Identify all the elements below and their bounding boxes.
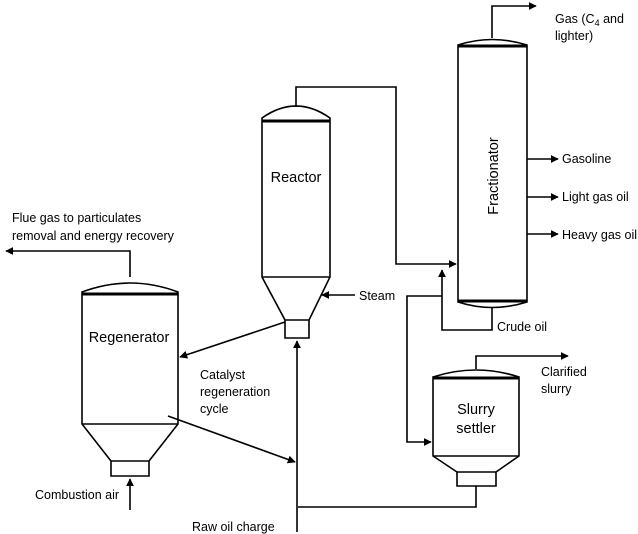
steam-label: Steam — [359, 289, 395, 303]
gasoline-label: Gasoline — [562, 152, 611, 166]
catalyst-cycle-label-2: regeneration — [200, 385, 270, 399]
clarified-slurry-label-1: Clarified — [541, 365, 587, 379]
gas-label-2: lighter) — [555, 29, 593, 43]
slurry-recycle-line — [298, 486, 477, 508]
flue-gas-label-2: removal and energy recovery — [12, 229, 175, 243]
regenerator-vessel: Regenerator — [81, 282, 179, 477]
flue-gas-label-1: Flue gas to particulates — [12, 211, 141, 225]
crude-oil-label: Crude oil — [497, 320, 547, 334]
bottoms-to-settler-line — [406, 295, 442, 446]
heavy-gas-oil-label: Heavy gas oil — [562, 228, 637, 242]
regenerated-catalyst-line — [167, 415, 296, 464]
slurry-settler-vessel: Slurry settler — [432, 369, 520, 487]
catalyst-cycle-label-3: cycle — [200, 402, 229, 416]
flue-gas-line — [5, 247, 131, 277]
fractionator-label: Fractionator — [486, 137, 502, 215]
reactor-vapor-line — [295, 86, 457, 268]
slurry-settler-label-2: settler — [456, 421, 496, 437]
regenerator-label: Regenerator — [89, 330, 170, 346]
light-gas-oil-label: Light gas oil — [562, 190, 629, 204]
combustion-air-label: Combustion air — [35, 488, 119, 502]
gas-label: Gas (C4 and — [555, 12, 624, 28]
reactor-label: Reactor — [271, 170, 322, 186]
catalyst-cycle-label-1: Catalyst — [200, 368, 246, 382]
crude-oil-line — [438, 269, 493, 331]
spent-catalyst-line — [179, 321, 286, 359]
clarified-slurry-label-2: slurry — [541, 382, 572, 396]
reactor-vessel: Reactor — [261, 105, 331, 339]
gas-overhead-line — [491, 2, 537, 38]
raw-oil-charge-label: Raw oil charge — [192, 520, 275, 534]
clarified-slurry-line — [475, 352, 569, 369]
fractionator-vessel: Fractionator — [457, 38, 528, 309]
slurry-settler-label-1: Slurry — [457, 402, 496, 418]
